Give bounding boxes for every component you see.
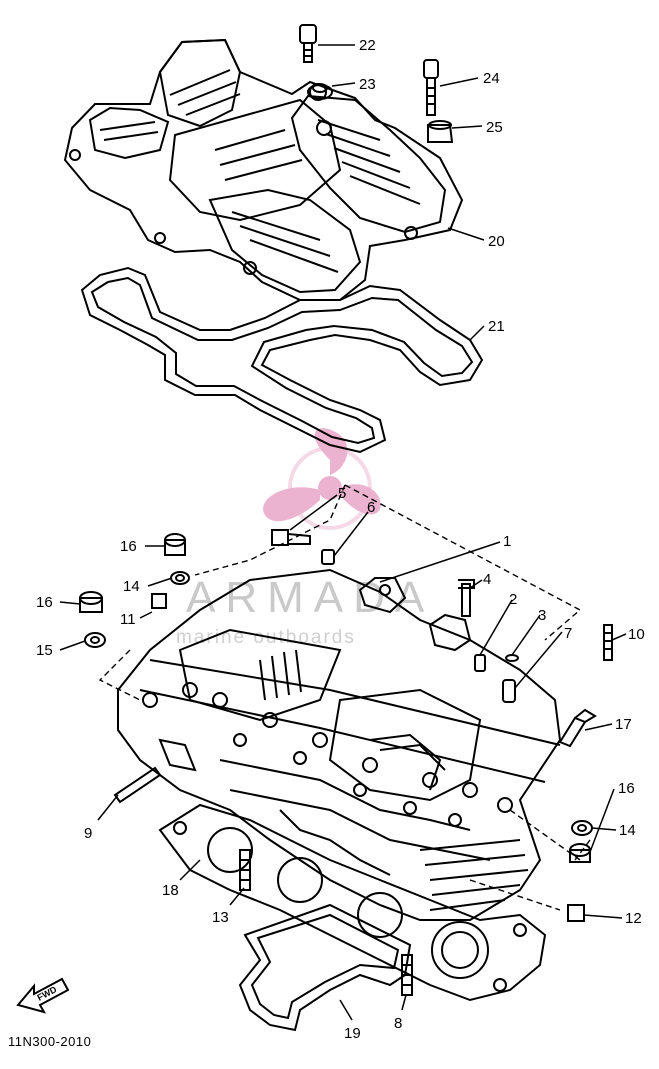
callout-16-upper: 16 [120, 538, 137, 555]
callout-18: 18 [162, 882, 179, 899]
assembly-lines [98, 484, 591, 911]
callout-14-upper: 14 [123, 578, 140, 595]
callout-17: 17 [615, 716, 632, 733]
callout-9: 9 [84, 825, 92, 842]
forward-arrow: FWD [16, 977, 70, 1014]
callout-20: 20 [488, 233, 505, 250]
callout-16-right: 16 [618, 780, 635, 797]
callout-19: 19 [344, 1025, 361, 1042]
callout-22: 22 [359, 37, 376, 54]
callout-24: 24 [483, 70, 500, 87]
head-cover [63, 38, 464, 301]
cylinder-head [117, 568, 562, 921]
callout-12: 12 [625, 910, 642, 927]
head-cover-gasket [80, 266, 484, 454]
callout-labels: 22 23 24 25 20 21 5 6 1 4 2 3 7 10 16 14… [36, 37, 645, 1042]
watermark-tagline: marine outboards [176, 627, 356, 648]
part-code: 11N300-2010 [8, 1034, 91, 1049]
head-gasket [158, 803, 547, 1002]
callout-16-left: 16 [36, 594, 53, 611]
base-gasket [238, 903, 412, 1032]
callout-10: 10 [628, 626, 645, 643]
callout-11: 11 [120, 611, 136, 628]
callout-7: 7 [564, 625, 572, 642]
callout-14-right: 14 [619, 822, 636, 839]
callout-6: 6 [367, 499, 375, 516]
callout-21: 21 [488, 318, 505, 335]
callout-3: 3 [538, 607, 546, 624]
callout-leaders [59, 44, 627, 1021]
callout-15: 15 [36, 642, 53, 659]
callout-25: 25 [486, 119, 503, 136]
callout-1: 1 [503, 533, 511, 550]
callout-4: 4 [483, 571, 491, 588]
callout-5: 5 [338, 485, 346, 502]
callout-2: 2 [509, 591, 517, 608]
callout-13: 13 [212, 909, 229, 926]
callout-23: 23 [359, 76, 376, 93]
top-fasteners [299, 24, 454, 143]
watermark-logo [263, 428, 381, 530]
callout-8: 8 [394, 1015, 402, 1032]
